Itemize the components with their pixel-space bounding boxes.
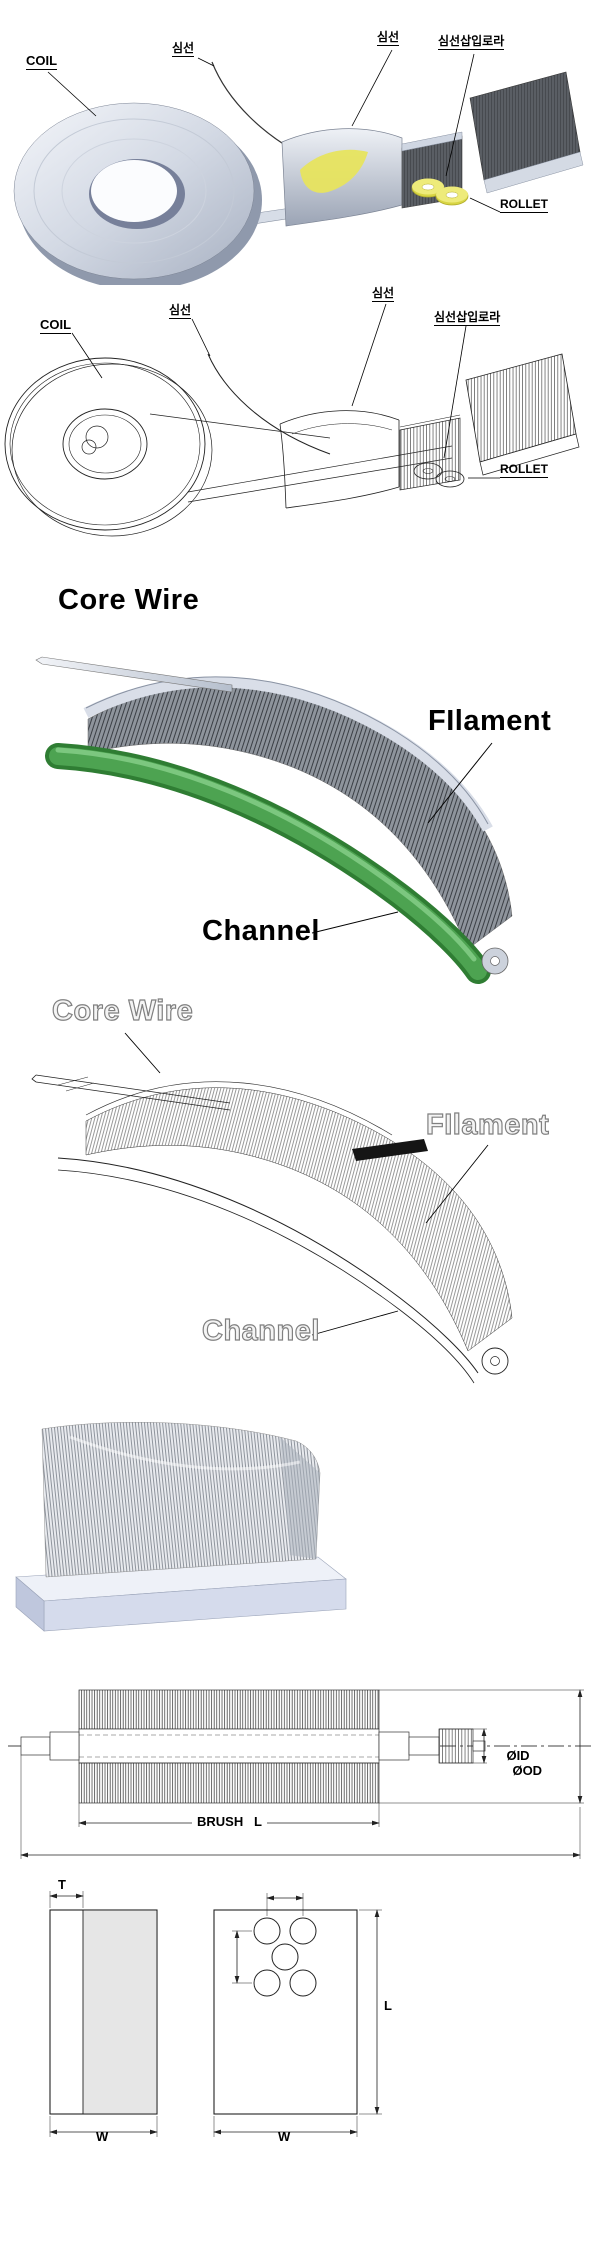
leader-lines [311,742,493,934]
filament-title-wireframe: FIlament [425,1109,550,1142]
coil-label: COIL [26,53,58,71]
width-right-label: W [278,2129,291,2144]
channel-green-highlight [55,747,477,962]
rollet-label-wireframe: ROLLET [500,462,548,479]
core-wire-insert-roller-label: 심선삽입로라 [438,34,505,51]
brush-length-label: BRUSH L [192,1814,267,1830]
strip-top-edge [85,1081,393,1136]
dimension-lines [20,1689,584,1859]
leader-lines [124,1032,489,1336]
strip-end-cap [481,947,509,975]
strip-brush-block-render [15,1422,347,1632]
length-label: L [384,1998,392,2013]
filament-wall [41,1422,321,1578]
leader-lines [71,303,500,479]
leader-lines [47,49,501,213]
channel-title: Channel [202,915,320,947]
rollet-label: ROLLET [500,197,548,214]
filament-sheen [69,1435,301,1471]
filament-wall-side [280,1437,320,1559]
funnel-wireframe [279,410,400,509]
process-wireframe-drawing [4,303,580,537]
core-wire-title: Core Wire [58,584,200,616]
funnel-yellow-guide [300,149,368,193]
core-wire-rod [35,656,233,693]
coil-3d [13,102,262,285]
rollers-wireframe [413,462,465,488]
finished-brush-block [469,71,584,194]
core-wire-label-1-wireframe: 심선 [169,303,192,320]
brush-block-wireframe [465,353,580,476]
strip-render-drawing [35,656,513,984]
thickness-label: T [58,1877,66,1892]
strip-section-left [49,1909,158,2115]
filament-title: FIlament [428,705,552,737]
yellow-rollers [411,178,469,206]
formed-brush-wireframe [399,414,461,491]
coil-wireframe [4,357,213,537]
width-left-label: W [96,2129,109,2144]
core-wire-title-wireframe: Core Wire [51,995,194,1028]
roller-brush-body [78,1689,380,1804]
shaft [20,1728,486,1764]
channel-strip-silver [83,676,493,832]
id-label: ØID [506,1748,530,1764]
channel-form-bar [352,1139,428,1161]
core-wire-rod-wireframe [31,1074,231,1111]
strip-section-right [213,1909,358,2115]
core-wire-label-2: 심선 [377,30,400,47]
base-left-face [15,1576,45,1632]
core-wire-label-1: 심선 [172,41,195,58]
process-render-drawing [13,49,584,285]
roller-brush-dimension-drawing [8,1689,592,1859]
core-wire-insert-roller-label-wireframe: 심선삽입로라 [434,310,501,327]
core-wire-label-2-wireframe: 심선 [372,286,395,303]
od-label: ØOD [512,1762,543,1778]
strip-end-cap-wireframe [481,1347,509,1375]
dimension-lines [49,1891,382,2137]
channel-title-wireframe: Channel [201,1315,320,1348]
strip-wireframe-drawing [31,1032,513,1384]
cross-section-drawing [49,1891,382,2137]
channel-green [49,747,487,980]
channel-outline [57,1157,479,1384]
core-wire-feed-wireframe [207,353,331,455]
coil-label-wireframe: COIL [40,317,72,335]
id-od-label: ØID ØOD [492,1735,542,1792]
